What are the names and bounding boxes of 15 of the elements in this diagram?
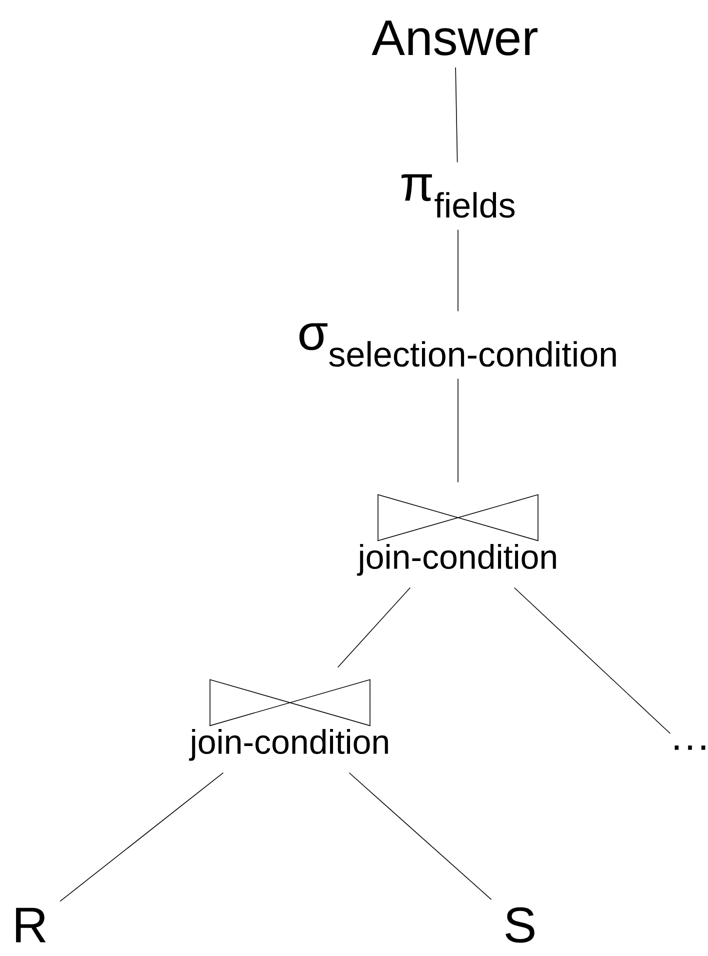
node-label: Answer (372, 20, 538, 56)
join-operator: join-condition (357, 494, 556, 576)
connector-line (348, 772, 492, 900)
connector-line (455, 67, 458, 163)
node-label: π$_{fields}$ (402, 174, 515, 218)
node-label: ··· (674, 746, 706, 750)
connector-line (60, 772, 224, 902)
node-label: R (16, 908, 46, 942)
node-label: join-condition (356, 544, 556, 576)
join-operator: join-condition (189, 679, 388, 761)
node-label: join-condition (188, 729, 388, 761)
node-label: $\text{σ}_{\text{selection-condition}}$ (299, 323, 616, 367)
node-label: S (506, 907, 534, 943)
connector-line (337, 587, 411, 668)
connector-line (514, 587, 671, 734)
